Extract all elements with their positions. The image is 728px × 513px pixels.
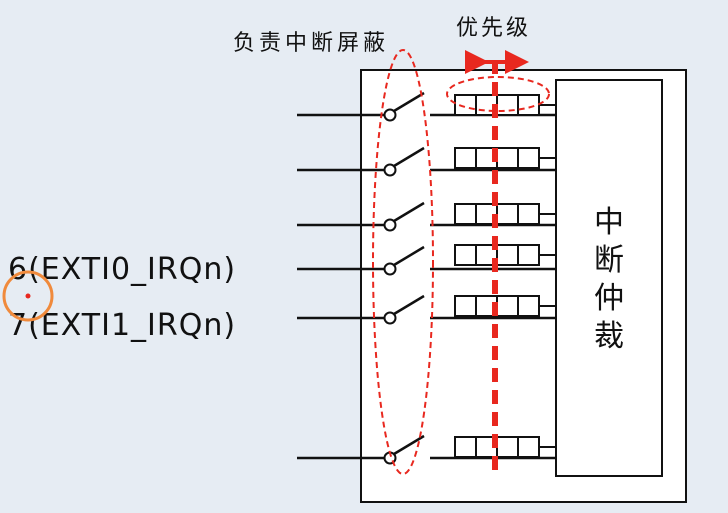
switch-lever [393,201,425,223]
arbiter-char-4: 裁 [594,319,624,354]
cursor-highlight [2,270,54,322]
switch-contact [383,108,397,122]
arbiter-box [555,79,663,477]
priority-ellipse [446,76,550,112]
arbiter-char-2: 断 [594,243,624,278]
switch-lever [393,294,425,316]
switch-contact [383,262,397,276]
irq7-label: 7(EXTI1_IRQn) [8,308,236,343]
switch-lever [393,91,425,113]
switch-contact [383,218,397,232]
mask-ellipse [372,49,434,475]
switch-lever [393,245,425,267]
mask-title: 负责中断屏蔽 [233,31,389,56]
switch-contact [383,311,397,325]
cursor-dot [25,293,31,299]
arbiter-char-3: 仲 [594,281,624,316]
priority-title: 优先级 [456,16,531,41]
switch-contact [383,163,397,177]
switch-lever [393,146,425,168]
switch-lever [393,434,425,456]
arbiter-char-1: 中 [594,205,624,240]
irq6-label: 6(EXTI0_IRQn) [8,252,236,287]
